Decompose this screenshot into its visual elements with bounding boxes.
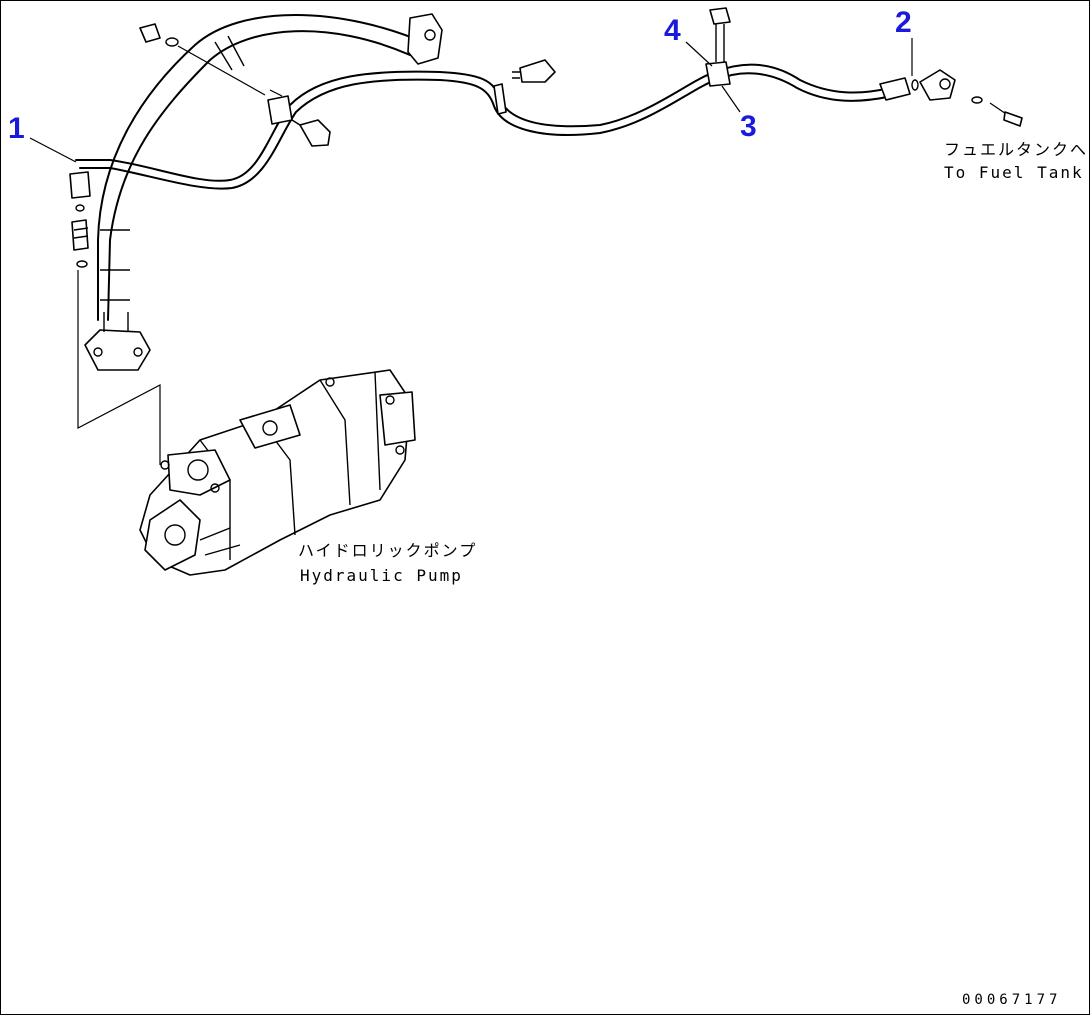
fuel-tank-label-en: To Fuel Tank bbox=[944, 163, 1084, 182]
hydraulic-pump bbox=[139, 369, 416, 576]
callout-3: 3 bbox=[740, 110, 757, 143]
fitting-item-1 bbox=[69, 171, 161, 465]
fuel-tank-label-jp: フュエルタンクへ bbox=[944, 140, 1088, 159]
callout-4: 4 bbox=[664, 14, 681, 47]
callout-2: 2 bbox=[895, 6, 912, 39]
suction-hose bbox=[84, 13, 443, 371]
clamps-and-bolts bbox=[139, 7, 741, 147]
callout-leaders bbox=[29, 38, 913, 163]
callout-1: 1 bbox=[8, 112, 25, 145]
pump-label-jp: ハイドロリックポンプ bbox=[298, 541, 477, 560]
pump-label-en: Hydraulic Pump bbox=[300, 566, 463, 585]
fuel-tube bbox=[75, 63, 1023, 190]
drawing-code: 00067177 bbox=[962, 992, 1061, 1008]
